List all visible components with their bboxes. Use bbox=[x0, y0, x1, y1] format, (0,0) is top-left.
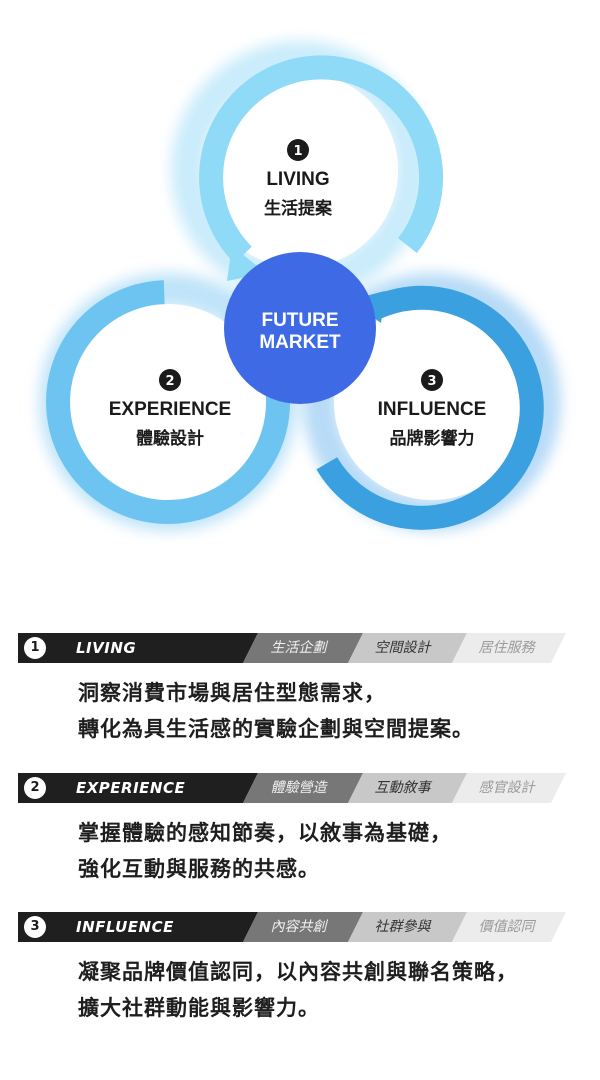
section-description: 掌握體驗的感知節奏，以敘事為基礎， 強化互動與服務的共感。 bbox=[78, 815, 582, 887]
description-line: 洞察消費市場與居住型態需求， bbox=[78, 681, 386, 705]
node-number: 1 bbox=[293, 144, 302, 159]
header-bar-shape bbox=[18, 633, 566, 663]
node-number: 2 bbox=[165, 374, 174, 389]
section-number: 3 bbox=[24, 916, 46, 938]
section-tag: 居住服務 bbox=[478, 640, 535, 656]
node-title: LIVING bbox=[266, 169, 329, 190]
section-number: 1 bbox=[24, 637, 46, 659]
node-subtitle: 品牌影響力 bbox=[390, 428, 475, 449]
center-circle bbox=[224, 252, 376, 404]
section-number: 2 bbox=[24, 777, 46, 799]
description-line: 轉化為具生活感的實驗企劃與空間提案。 bbox=[78, 717, 474, 741]
section-title: LIVING bbox=[76, 639, 137, 657]
node-subtitle: 體驗設計 bbox=[136, 428, 204, 449]
market-diagram: FUTURE MARKET 1 LIVING 生活提案 2 EXPERIENCE… bbox=[39, 41, 561, 531]
section-tag: 內容共創 bbox=[270, 919, 327, 935]
header-bar-shape bbox=[18, 912, 566, 942]
center-line-1: FUTURE bbox=[261, 310, 338, 331]
section-living: 1 LIVING 生活企劃 空間設計 居住服務 洞察消費市場與居住型態需求， 轉… bbox=[18, 633, 582, 747]
section-title: EXPERIENCE bbox=[76, 779, 186, 797]
section-influence: 3 INFLUENCE 內容共創 社群參與 價值認同 凝聚品牌價值認同，以內容共… bbox=[18, 912, 582, 1026]
node-title: INFLUENCE bbox=[378, 399, 487, 420]
section-tag: 生活企劃 bbox=[270, 640, 327, 656]
description-line: 擴大社群動能與影響力。 bbox=[78, 996, 320, 1020]
center-line-2: MARKET bbox=[259, 332, 341, 353]
section-header-bar: 2 EXPERIENCE 體驗營造 互動敘事 感官設計 bbox=[18, 773, 582, 803]
section-tag: 體驗營造 bbox=[270, 780, 327, 796]
node-subtitle: 生活提案 bbox=[264, 198, 333, 219]
section-tag: 社群參與 bbox=[374, 919, 431, 935]
description-line: 掌握體驗的感知節奏，以敘事為基礎， bbox=[78, 821, 452, 845]
section-description: 凝聚品牌價值認同，以內容共創與聯名策略， 擴大社群動能與影響力。 bbox=[78, 954, 582, 1026]
header-bar-shape bbox=[18, 773, 566, 803]
section-title: INFLUENCE bbox=[76, 918, 174, 936]
section-tag: 互動敘事 bbox=[374, 780, 431, 796]
section-experience: 2 EXPERIENCE 體驗營造 互動敘事 感官設計 掌握體驗的感知節奏，以敘… bbox=[18, 773, 582, 887]
section-description: 洞察消費市場與居住型態需求， 轉化為具生活感的實驗企劃與空間提案。 bbox=[78, 675, 582, 747]
section-tag: 價值認同 bbox=[478, 919, 535, 935]
node-influence: 3 INFLUENCE 品牌影響力 bbox=[378, 369, 487, 449]
node-experience: 2 EXPERIENCE 體驗設計 bbox=[109, 369, 231, 449]
section-tag: 空間設計 bbox=[374, 640, 431, 656]
section-header-bar: 1 LIVING 生活企劃 空間設計 居住服務 bbox=[18, 633, 582, 663]
node-title: EXPERIENCE bbox=[109, 399, 231, 420]
section-tag: 感官設計 bbox=[478, 780, 535, 796]
node-number: 3 bbox=[427, 374, 436, 389]
description-line: 凝聚品牌價值認同，以內容共創與聯名策略， bbox=[78, 960, 518, 984]
node-living: 1 LIVING 生活提案 bbox=[264, 139, 333, 219]
description-line: 強化互動與服務的共感。 bbox=[78, 857, 320, 881]
section-header-bar: 3 INFLUENCE 內容共創 社群參與 價值認同 bbox=[18, 912, 582, 942]
